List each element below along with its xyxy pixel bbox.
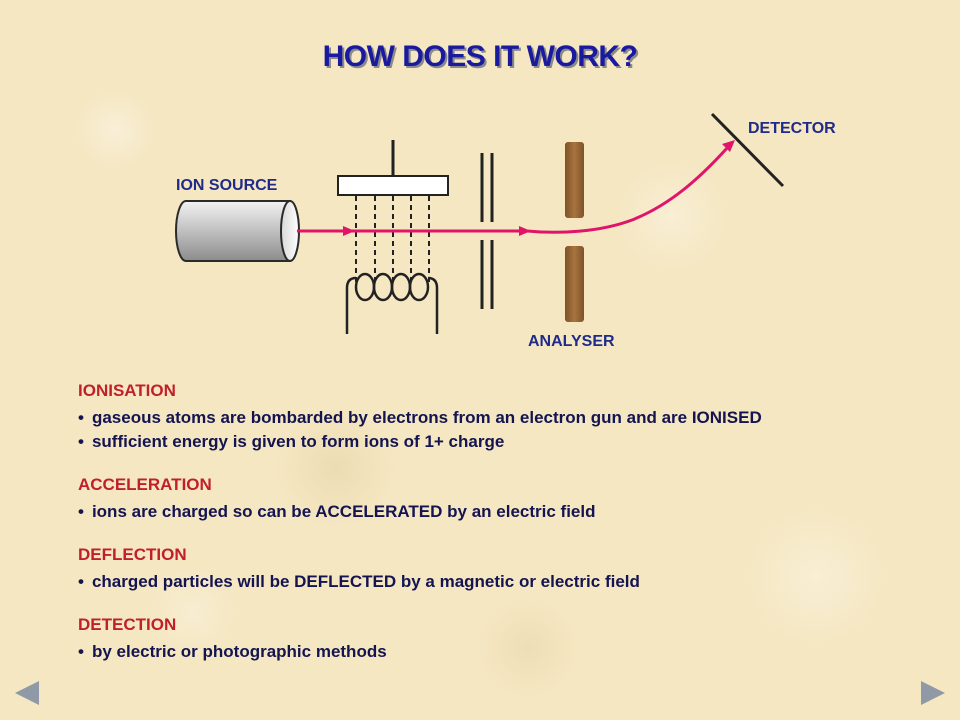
section-ionisation: IONISATION •gaseous atoms are bombarded … bbox=[78, 380, 938, 454]
bullet-item: •sufficient energy is given to form ions… bbox=[78, 432, 505, 451]
content-area: IONISATION •gaseous atoms are bombarded … bbox=[78, 380, 938, 684]
analyser-plates bbox=[565, 142, 584, 322]
next-slide-button[interactable] bbox=[921, 681, 945, 705]
ion-source-label: ION SOURCE bbox=[176, 177, 278, 194]
accelerating-plates bbox=[480, 153, 494, 309]
ion-source bbox=[175, 200, 300, 262]
mass-spectrometer-diagram bbox=[175, 112, 785, 334]
section-detection: DETECTION •by electric or photographic m… bbox=[78, 614, 938, 664]
previous-slide-button[interactable] bbox=[15, 681, 39, 705]
bullet-item: •ions are charged so can be ACCELERATED … bbox=[78, 502, 596, 521]
bullet-text: ions are charged so can be ACCELERATED b… bbox=[91, 502, 596, 521]
electron-gun bbox=[337, 140, 449, 286]
section-deflection: DEFLECTION •charged particles will be DE… bbox=[78, 544, 938, 594]
bullet-text: sufficient energy is given to form ions … bbox=[91, 432, 505, 451]
section-heading: IONISATION bbox=[78, 381, 176, 400]
slide-title: HOW DOES IT WORK? bbox=[322, 40, 638, 73]
bullet-item: •gaseous atoms are bombarded by electron… bbox=[78, 408, 762, 427]
section-heading: DETECTION bbox=[78, 615, 177, 634]
section-heading: ACCELERATION bbox=[78, 475, 212, 494]
section-acceleration: ACCELERATION •ions are charged so can be… bbox=[78, 474, 938, 524]
bullet-text: gaseous atoms are bombarded by electrons… bbox=[91, 408, 762, 427]
analyser-label: ANALYSER bbox=[528, 333, 615, 350]
detector bbox=[710, 112, 785, 188]
filament-coil bbox=[345, 272, 439, 334]
bullet-item: •by electric or photographic methods bbox=[78, 642, 387, 661]
bullet-item: •charged particles will be DEFLECTED by … bbox=[78, 572, 640, 591]
bullet-text: by electric or photographic methods bbox=[91, 642, 387, 661]
ion-path bbox=[297, 140, 735, 236]
section-heading: DEFLECTION bbox=[78, 545, 187, 564]
bullet-text: charged particles will be DEFLECTED by a… bbox=[91, 572, 640, 591]
detector-label: DETECTOR bbox=[748, 120, 836, 137]
